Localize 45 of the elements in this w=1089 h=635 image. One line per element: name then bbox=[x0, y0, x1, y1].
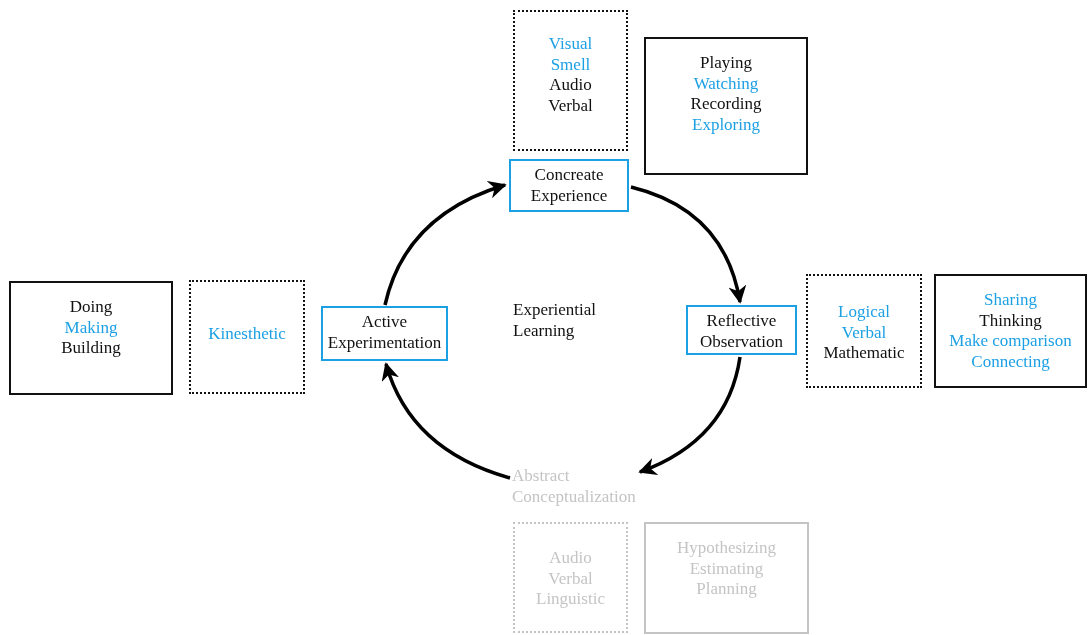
term-text: Logical bbox=[838, 302, 890, 323]
term-text: Verbal bbox=[841, 322, 887, 343]
term-text: Thinking bbox=[979, 310, 1042, 331]
style-box bbox=[806, 274, 922, 388]
activity-box bbox=[644, 37, 808, 175]
style-box bbox=[513, 10, 628, 151]
cycle-arrow bbox=[638, 356, 742, 475]
term-text: Connecting bbox=[971, 351, 1050, 372]
stage-name: Active Experimentation bbox=[326, 312, 443, 353]
term-text: Playing bbox=[700, 53, 752, 74]
activity-box bbox=[9, 281, 173, 395]
term-text: Watching bbox=[693, 73, 759, 94]
stage-box bbox=[686, 305, 797, 355]
term-text: Hypothesizing bbox=[676, 538, 777, 559]
stage-box bbox=[509, 159, 629, 212]
style-box bbox=[513, 522, 628, 633]
term-text: Audio bbox=[549, 75, 592, 96]
term-text: Building bbox=[61, 338, 121, 359]
term-text: Make comparison bbox=[949, 331, 1072, 352]
term-text: Linguistic bbox=[536, 589, 605, 610]
cycle-arrow bbox=[382, 362, 511, 480]
stage-name: Reflective Observation bbox=[698, 311, 785, 352]
term-text: Recording bbox=[690, 94, 762, 115]
term-text: Sharing bbox=[984, 290, 1037, 311]
stage-name: Abstract Conceptualization bbox=[512, 465, 637, 507]
term-text: Visual bbox=[548, 34, 593, 55]
term-text: Exploring bbox=[692, 114, 760, 135]
stage-box bbox=[321, 306, 448, 361]
activity-box bbox=[934, 274, 1087, 388]
term-text: Verbal bbox=[548, 95, 593, 116]
term-text: Doing bbox=[69, 297, 113, 318]
term-text: Mathematic bbox=[823, 343, 905, 364]
cycle-arrow bbox=[630, 185, 746, 304]
center-title: Experiential Learning bbox=[513, 299, 598, 341]
term-text: Smell bbox=[550, 54, 591, 75]
term-text: Estimating bbox=[689, 558, 764, 579]
term-text: Making bbox=[64, 317, 118, 338]
cycle-arrow bbox=[383, 181, 507, 306]
stage-name: Concreate Experience bbox=[529, 165, 609, 206]
term-text: Verbal bbox=[548, 568, 593, 589]
term-text: Planning bbox=[696, 579, 757, 600]
term-text: Audio bbox=[549, 548, 592, 569]
style-box bbox=[189, 280, 305, 394]
activity-box bbox=[644, 522, 809, 634]
term-text: Kinesthetic bbox=[208, 324, 286, 345]
